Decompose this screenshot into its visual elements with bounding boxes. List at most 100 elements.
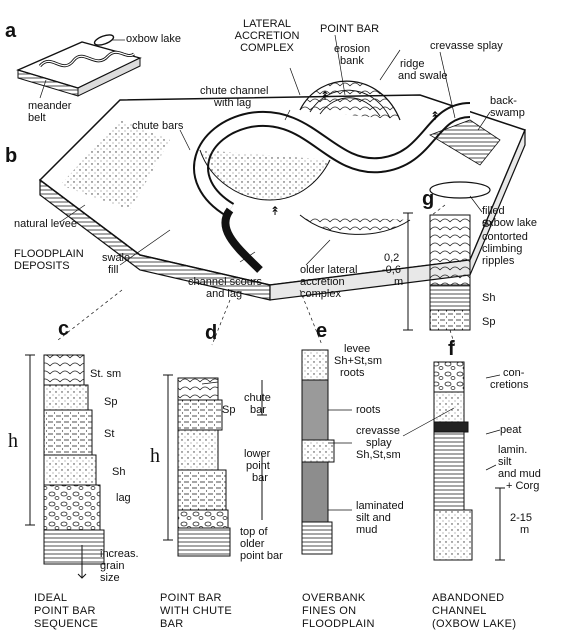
- col-d-chute-1: chute: [244, 392, 271, 404]
- col-f-lamin-4: + Corg: [506, 480, 540, 492]
- label-chute-channel-1: chute channel: [200, 85, 269, 97]
- panel-letter-e: e: [316, 320, 328, 342]
- col-f-lamin-3: and mud: [498, 468, 541, 480]
- col-d-lower-3: bar: [252, 472, 268, 484]
- label-older-lateral-2: accretion: [300, 276, 345, 288]
- col-f-concretions-1: con-: [503, 367, 525, 379]
- label-erosion-1: erosion: [334, 43, 371, 55]
- caption-e-line-1: OVERBANK: [302, 592, 366, 604]
- column-f: [433, 361, 473, 561]
- panel-letter-g: g: [422, 188, 435, 210]
- col-c-increas-2: grain: [100, 560, 125, 572]
- label-lateral-1: LATERAL: [242, 18, 292, 30]
- col-e-laminated-1: laminated: [356, 500, 404, 512]
- panel-letter-a: a: [5, 20, 17, 42]
- label-point-bar: POINT BAR: [320, 23, 380, 35]
- col-e-laminated-2: silt and: [356, 512, 391, 524]
- label-oxbow-lake: oxbow lake: [126, 33, 182, 45]
- svg-text:↟: ↟: [430, 109, 440, 123]
- caption-d: POINT BAR WITH CHUTE BAR: [160, 592, 232, 631]
- col-d-lower-1: lower: [244, 448, 271, 460]
- label-meander-belt-1: meander: [28, 100, 72, 112]
- col-d-height-symbol: h: [150, 445, 160, 467]
- column-g: [429, 214, 471, 331]
- col-g-sp: Sp: [482, 316, 496, 328]
- col-c-st-sm: St. sm: [90, 368, 122, 380]
- caption-e-line-3: FLOODPLAIN: [302, 618, 375, 630]
- col-g-sr: Sr: [482, 218, 493, 230]
- label-meander-belt-2: belt: [28, 112, 46, 124]
- block-b: ↟ ↟ ↟: [38, 80, 527, 301]
- label-lateral-2: ACCRETION: [234, 30, 300, 42]
- col-d-chute-2: bar: [250, 404, 266, 416]
- col-d-lower-2: point: [246, 460, 270, 472]
- col-g-thickness-2: -0,6: [382, 264, 401, 276]
- label-filled-oxbow-1: filled: [482, 205, 505, 217]
- col-c-sh: Sh: [112, 466, 126, 478]
- label-channel-scours-1: channel scours: [188, 276, 262, 288]
- label-crevasse-splay: crevasse splay: [430, 40, 503, 52]
- col-g-sr-3: ripples: [482, 255, 515, 267]
- caption-c-line-2: POINT BAR: [34, 605, 96, 617]
- col-c-increas-1: increas.: [100, 548, 139, 560]
- caption-d-line-3: BAR: [160, 618, 184, 630]
- col-e-levee: levee: [344, 343, 371, 355]
- column-c: [43, 354, 105, 565]
- col-g-sr-2: climbing: [482, 243, 523, 255]
- col-f-thickness-1: 2-15: [510, 512, 533, 524]
- col-e-roots: roots: [340, 367, 365, 379]
- label-backswamp-2: swamp: [490, 107, 525, 119]
- label-chute-channel-2: with lag: [214, 97, 252, 109]
- caption-c-line-3: SEQUENCE: [34, 618, 99, 630]
- col-e-levee-facies: Sh+St,sm: [334, 355, 382, 367]
- caption-e-line-2: FINES ON: [302, 605, 357, 617]
- caption-f-line-2: CHANNEL: [432, 605, 487, 617]
- svg-text:↟: ↟: [320, 89, 330, 103]
- col-g-sr-1: contorted: [482, 231, 528, 243]
- col-e-splay-2: splay: [366, 437, 392, 449]
- label-older-lateral-3: complex: [300, 288, 341, 300]
- label-older-lateral-1: older lateral: [300, 264, 358, 276]
- panel-letter-d: d: [205, 322, 218, 344]
- label-lateral-3: COMPLEX: [240, 42, 294, 54]
- col-f-peat: peat: [500, 424, 522, 436]
- label-swale-fill-1: swale: [102, 252, 131, 264]
- label-ridge-1: ridge: [400, 58, 425, 70]
- label-filled-oxbow-2: oxbow lake: [482, 217, 538, 229]
- col-e-roots-2: roots: [356, 404, 381, 416]
- col-f-thickness-2: m: [520, 524, 530, 536]
- label-channel-scours-2: and lag: [206, 288, 243, 300]
- col-e-laminated-3: mud: [356, 524, 378, 536]
- caption-f: ABANDONED CHANNEL (OXBOW LAKE): [432, 592, 516, 631]
- caption-c: IDEAL POINT BAR SEQUENCE: [34, 592, 98, 631]
- col-d-top-3: point bar: [240, 550, 283, 562]
- caption-f-line-3: (OXBOW LAKE): [432, 618, 517, 630]
- col-f-concretions-2: cretions: [490, 379, 529, 391]
- label-natural-levee: natural levee: [14, 218, 77, 230]
- caption-c-line-1: IDEAL: [34, 592, 68, 604]
- col-d-top-2: older: [240, 538, 265, 550]
- panel-letter-f: f: [448, 338, 455, 360]
- panel-letter-c: c: [58, 318, 70, 340]
- col-e-splay-3: Sh,St,sm: [356, 449, 401, 461]
- col-c-lag: lag: [116, 492, 131, 504]
- label-floodplain-1: FLOODPLAIN: [14, 248, 84, 260]
- label-floodplain-2: DEPOSITS: [14, 260, 70, 272]
- caption-d-line-2: WITH CHUTE: [160, 605, 233, 617]
- column-d: [177, 377, 231, 557]
- col-g-thickness-3: m: [394, 276, 404, 288]
- col-e-splay-1: crevasse: [356, 425, 401, 437]
- leader-lines: [39, 34, 501, 511]
- col-c-height-symbol: h: [8, 430, 18, 452]
- caption-f-line-1: ABANDONED: [432, 592, 505, 604]
- col-f-lamin-1: lamin.: [498, 444, 528, 456]
- col-d-top-1: top of: [240, 526, 268, 538]
- panel-letter-b: b: [5, 145, 18, 167]
- col-c-increas-3: size: [100, 572, 120, 584]
- column-e: [301, 349, 335, 555]
- col-f-lamin-2: silt: [498, 456, 512, 468]
- caption-d-line-1: POINT BAR: [160, 592, 222, 604]
- block-a: [16, 34, 142, 97]
- label-swale-fill-2: fill: [108, 264, 119, 276]
